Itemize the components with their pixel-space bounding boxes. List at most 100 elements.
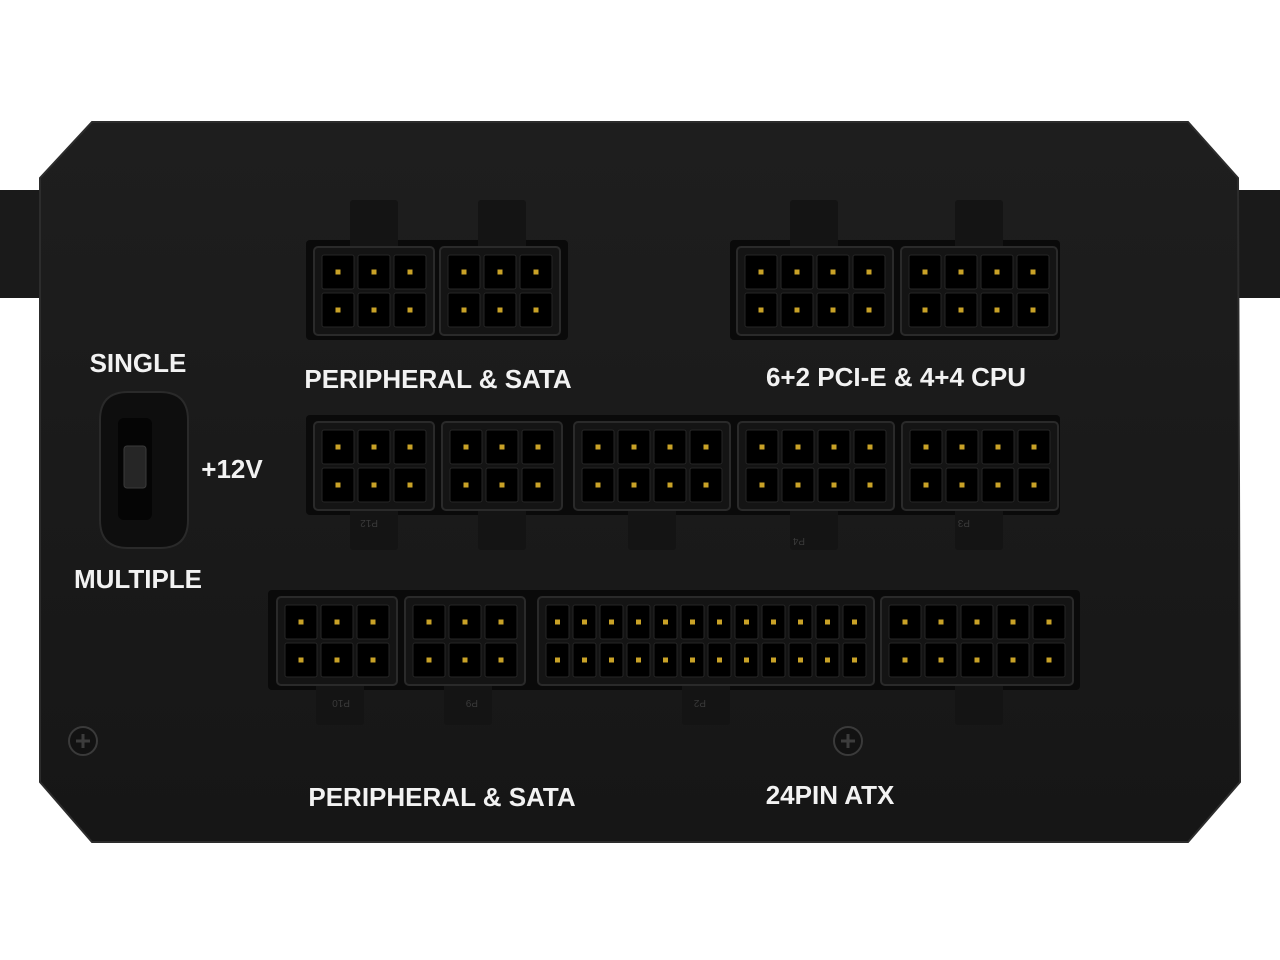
- pin-contact: [794, 269, 800, 275]
- pin-contact: [555, 619, 560, 625]
- pin-contact: [461, 307, 467, 313]
- latch-tab: [790, 200, 838, 250]
- pin-contact: [922, 307, 928, 313]
- label-24pin-atx: 24PIN ATX: [766, 780, 895, 810]
- pin-contact: [498, 657, 504, 663]
- pin-contact: [958, 307, 964, 313]
- pin-contact: [334, 657, 340, 663]
- pin-contact: [1031, 444, 1037, 450]
- pin-contact: [462, 619, 468, 625]
- pin-contact: [959, 482, 965, 488]
- connector-socket-8: [737, 421, 895, 550]
- latch-tab: [316, 683, 364, 725]
- pin-contact: [758, 307, 764, 313]
- pin-contact: [902, 619, 908, 625]
- pin-contact: [407, 307, 413, 313]
- connector-socket-2: [439, 200, 561, 336]
- connector-socket-9: [901, 421, 1059, 550]
- pin-contact: [798, 619, 803, 625]
- pin-contact: [663, 619, 668, 625]
- pin-contact: [923, 482, 929, 488]
- pin-contact: [370, 619, 376, 625]
- connector-socket-10: [276, 596, 398, 725]
- pin-contact: [866, 269, 872, 275]
- pin-contact: [690, 657, 695, 663]
- pin-contact: [667, 444, 673, 450]
- pin-contact: [335, 444, 341, 450]
- connector-socket-7: [573, 421, 731, 550]
- latch-tab: [444, 683, 492, 725]
- connector-socket-11: [404, 596, 526, 725]
- latch-tab: [955, 683, 1003, 725]
- pin-contact: [1046, 619, 1052, 625]
- rail-switch-toggle[interactable]: [123, 445, 147, 489]
- pin-contact: [717, 619, 722, 625]
- pin-contact: [717, 657, 722, 663]
- pin-contact: [831, 482, 837, 488]
- pin-contact: [335, 307, 341, 313]
- pin-contact: [371, 307, 377, 313]
- label-pcie-cpu: 6+2 PCI-E & 4+4 CPU: [766, 362, 1026, 392]
- tab-marking-p4: P4: [792, 535, 805, 546]
- pin-contact: [533, 269, 539, 275]
- tab-marking-p9: P9: [465, 697, 478, 708]
- pin-contact: [866, 307, 872, 313]
- pin-contact: [636, 619, 641, 625]
- pin-contact: [609, 619, 614, 625]
- pin-contact: [463, 444, 469, 450]
- rail-switch[interactable]: [99, 391, 189, 549]
- pin-contact: [426, 619, 432, 625]
- pin-contact: [758, 269, 764, 275]
- pin-contact: [938, 657, 944, 663]
- pin-contact: [663, 657, 668, 663]
- pin-contact: [744, 619, 749, 625]
- pin-contact: [867, 444, 873, 450]
- pin-contact: [902, 657, 908, 663]
- pin-contact: [498, 619, 504, 625]
- pin-contact: [995, 444, 1001, 450]
- tab-marking-p12: P12: [360, 517, 378, 528]
- latch-tab: [790, 508, 838, 550]
- pin-contact: [974, 619, 980, 625]
- latch-tab: [955, 200, 1003, 250]
- pin-contact: [582, 657, 587, 663]
- pin-contact: [463, 482, 469, 488]
- pin-contact: [636, 657, 641, 663]
- latch-tab: [955, 508, 1003, 550]
- right-side-flap: [1238, 190, 1280, 298]
- latch-tab: [350, 200, 398, 250]
- pin-contact: [582, 619, 587, 625]
- pin-contact: [1010, 657, 1016, 663]
- pin-contact: [771, 619, 776, 625]
- pin-contact: [298, 619, 304, 625]
- pin-contact: [994, 269, 1000, 275]
- pin-contact: [499, 482, 505, 488]
- pin-contact: [825, 657, 830, 663]
- label-peripheral-sata-top: PERIPHERAL & SATA: [304, 364, 571, 394]
- pin-contact: [759, 444, 765, 450]
- latch-tab: [682, 683, 730, 725]
- pin-contact: [795, 444, 801, 450]
- pin-contact: [690, 619, 695, 625]
- pin-contact: [407, 444, 413, 450]
- pin-contact: [703, 482, 709, 488]
- pin-contact: [1046, 657, 1052, 663]
- pin-contact: [462, 657, 468, 663]
- pin-contact: [1030, 307, 1036, 313]
- pin-contact: [335, 482, 341, 488]
- connector-socket-12: [537, 596, 875, 725]
- connector-socket-13: [880, 596, 1074, 725]
- pin-contact: [371, 269, 377, 275]
- pin-contact: [407, 482, 413, 488]
- pin-contact: [335, 269, 341, 275]
- connector-socket-3: [736, 200, 894, 336]
- pin-contact: [631, 482, 637, 488]
- pin-contact: [499, 444, 505, 450]
- pin-contact: [830, 307, 836, 313]
- pin-contact: [595, 444, 601, 450]
- pin-contact: [667, 482, 673, 488]
- pin-contact: [370, 657, 376, 663]
- pin-contact: [1031, 482, 1037, 488]
- pin-contact: [795, 482, 801, 488]
